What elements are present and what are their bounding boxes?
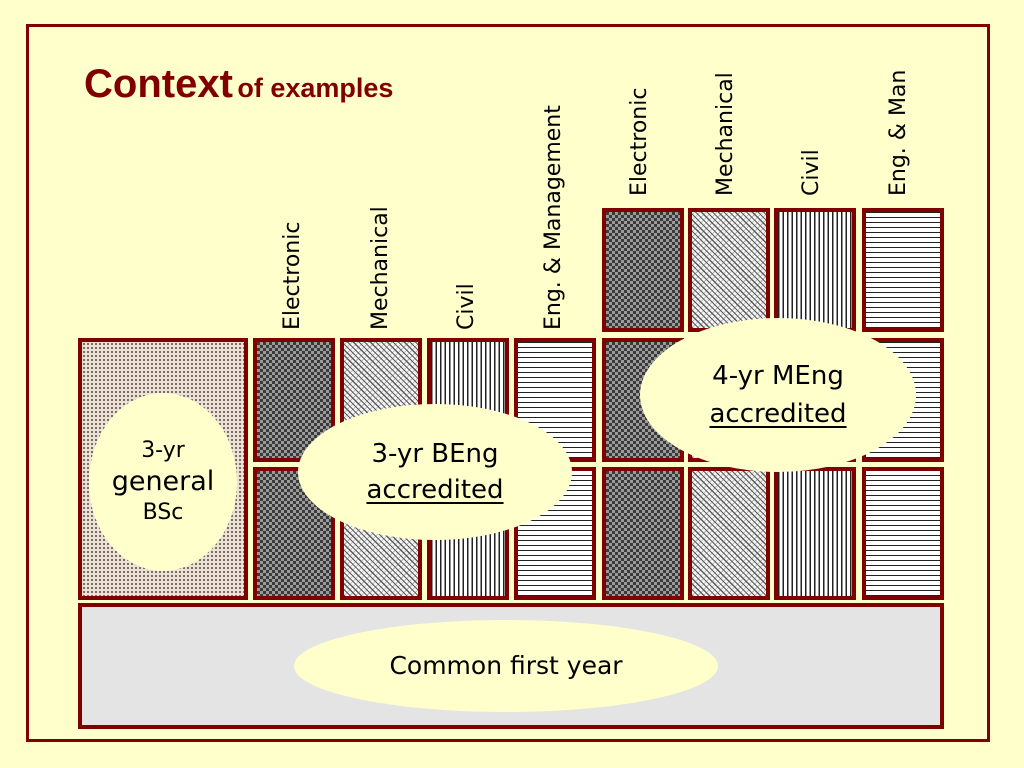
- meng-ellipse: 4-yr MEng accredited: [640, 318, 916, 472]
- common-first-year-ellipse: Common first year: [294, 620, 718, 712]
- beng-ellipse: 3-yr BEng accredited: [298, 404, 572, 540]
- common-first-year-label: Common first year: [389, 651, 623, 680]
- title-sub: of examples: [237, 73, 394, 103]
- label-beng-electronic: Electronic: [280, 221, 305, 330]
- label-meng-electronic: Electronic: [627, 87, 652, 196]
- label-meng-mechanical: Mechanical: [713, 72, 738, 196]
- label-meng-eng-man: Eng. & Man: [886, 69, 911, 196]
- label-meng-civil: Civil: [799, 149, 824, 196]
- title-main: Context: [84, 62, 233, 106]
- meng-eng-man-year3-block: [862, 467, 944, 600]
- meng-civil-year3-block: [774, 467, 856, 600]
- meng-electronic-year4-block: [602, 208, 684, 332]
- meng-mechanical-year4-block: [688, 208, 770, 332]
- label-beng-eng-management: Eng. & Management: [541, 105, 566, 330]
- beng-electronic-year2-block: [253, 338, 335, 462]
- meng-mechanical-year3-block: [688, 467, 770, 600]
- meng-line1: 4-yr MEng: [712, 361, 844, 391]
- beng-line2: accredited: [366, 475, 504, 505]
- meng-civil-year4-block: [774, 208, 856, 332]
- bsc-line3: BSc: [142, 500, 184, 525]
- slide-title: Context of examples: [84, 62, 393, 107]
- meng-line2: accredited: [709, 399, 847, 429]
- label-beng-civil: Civil: [454, 283, 479, 330]
- bsc-line2: general: [111, 466, 215, 497]
- label-beng-mechanical: Mechanical: [368, 206, 393, 330]
- beng-line1: 3-yr BEng: [371, 439, 499, 469]
- bsc-ellipse: 3-yr general BSc: [89, 393, 237, 571]
- meng-eng-man-year4-block: [862, 208, 944, 332]
- meng-electronic-year3-block: [602, 467, 684, 600]
- slide-frame: [26, 24, 990, 742]
- bsc-line1: 3-yr: [141, 438, 185, 463]
